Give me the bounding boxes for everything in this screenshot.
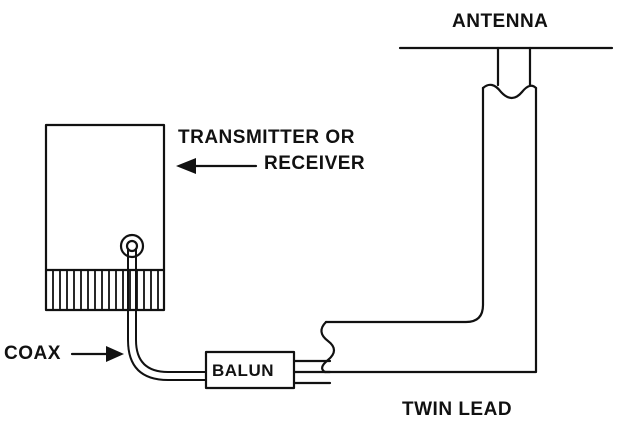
- coax-cable: [127, 248, 207, 381]
- twin-lead-label: TWIN LEAD: [402, 399, 513, 420]
- coax-jack-inner: [125, 239, 139, 253]
- balun-box: [204, 350, 296, 390]
- coax-jack-outer: [119, 233, 145, 259]
- transmitter-label-line1: TRANSMITTER OR: [178, 127, 355, 148]
- transmitter-arrowhead: [176, 158, 196, 174]
- transmitter-box: [44, 123, 166, 312]
- coax-arrowhead: [106, 346, 124, 362]
- antenna-feed-wires: [496, 46, 532, 87]
- transmitter-label-line2: RECEIVER: [264, 153, 366, 174]
- twin-lead-left-end: [320, 320, 336, 374]
- balun-twin-wires: [292, 359, 332, 385]
- antenna-label: ANTENNA: [452, 11, 549, 32]
- coax-label: COAX: [4, 343, 61, 364]
- balun-label: BALUN: [212, 361, 274, 380]
- twin-lead-top-end: [481, 83, 538, 100]
- connector-hatching: [52, 269, 159, 311]
- twin-lead-cable: [323, 86, 538, 374]
